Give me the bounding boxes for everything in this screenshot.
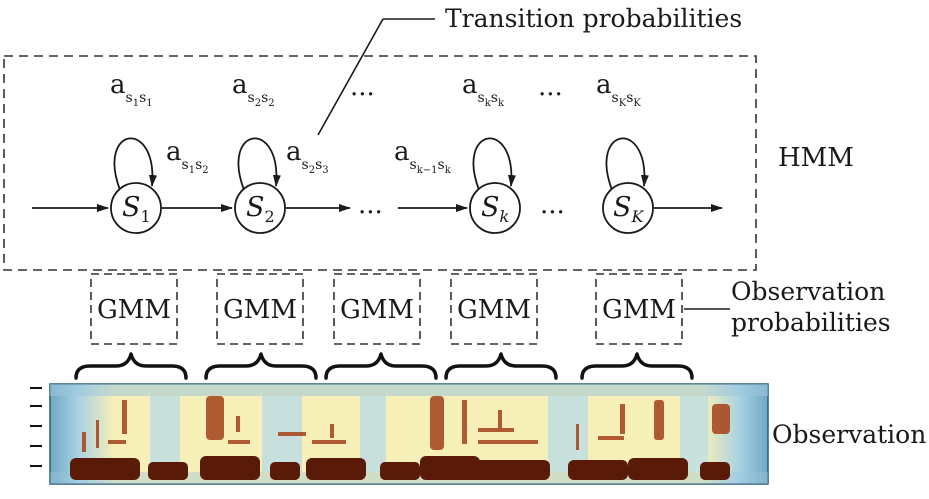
- svg-text:GMM: GMM: [602, 295, 676, 325]
- svg-text:GMM: GMM: [340, 295, 414, 325]
- self-transition-label-1: as1s1: [110, 70, 153, 109]
- svg-text:as1s2: as1s2: [166, 137, 209, 176]
- svg-text:GMM: GMM: [223, 295, 297, 325]
- self-transition-label-k: asksk: [462, 70, 505, 109]
- brace-5: [580, 352, 694, 380]
- svg-text:S2: S2: [246, 192, 275, 226]
- hmm-box: [3, 55, 757, 271]
- ellipsis-top-2: ...: [538, 72, 563, 102]
- svg-text:ask−1sk: ask−1sk: [394, 137, 452, 176]
- self-transition-label-K: asKsK: [596, 70, 641, 109]
- svg-text:asksk: asksk: [462, 70, 505, 109]
- self-loop-k: [472, 137, 516, 191]
- gmm-box-1: GMM: [90, 273, 178, 345]
- self-loop-2: [237, 137, 281, 191]
- gmm-box-4: GMM: [450, 273, 538, 345]
- transition-pointer-diagonal: [317, 18, 384, 136]
- forward-transition-label-2-3: as2s3: [286, 137, 329, 176]
- self-loop-1: [113, 137, 157, 191]
- brace-1: [74, 352, 188, 380]
- svg-text:as2s2: as2s2: [232, 70, 275, 109]
- observation-label: Observation: [772, 420, 926, 449]
- hmm-label: HMM: [778, 143, 854, 173]
- brace-4: [444, 352, 558, 380]
- brace-2: [204, 352, 318, 380]
- svg-text:as2s3: as2s3: [286, 137, 329, 176]
- state-s2: S2: [234, 182, 286, 234]
- ellipsis-top-1: ...: [350, 72, 375, 102]
- gmm-box-2: GMM: [216, 273, 304, 345]
- svg-text:S1: S1: [122, 192, 151, 226]
- state-s1: S1: [110, 182, 162, 234]
- self-transition-label-2: as2s2: [232, 70, 275, 109]
- gmm-box-3: GMM: [333, 273, 421, 345]
- svg-text:asKsK: asKsK: [596, 70, 641, 109]
- spectrogram: [30, 383, 769, 485]
- svg-text:Sk: Sk: [481, 192, 509, 226]
- svg-text:SK: SK: [613, 192, 645, 226]
- brace-3: [324, 352, 438, 380]
- state-sK: SK: [602, 182, 654, 234]
- ellipsis-chain-2: ...: [540, 190, 565, 220]
- transition-probabilities-label: Transition probabilities: [445, 4, 742, 33]
- observation-prob-label-line2: probabilities: [731, 308, 891, 337]
- svg-text:as1s1: as1s1: [110, 70, 153, 109]
- state-sk: Sk: [469, 182, 521, 234]
- gmm-box-5: GMM: [595, 273, 683, 345]
- forward-transition-label-k-1-k: ask−1sk: [394, 137, 452, 176]
- self-loop-K: [605, 137, 649, 191]
- svg-text:GMM: GMM: [457, 295, 531, 325]
- ellipsis-chain-1: ...: [358, 190, 383, 220]
- observation-prob-label-line1: Observation: [731, 277, 885, 306]
- svg-text:GMM: GMM: [97, 295, 171, 325]
- forward-transition-label-1-2: as1s2: [166, 137, 209, 176]
